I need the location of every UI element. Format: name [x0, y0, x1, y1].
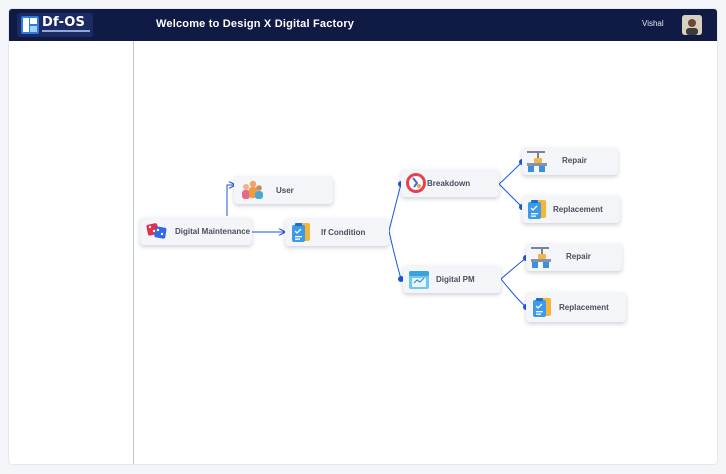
node-label: Digital Maintenance [175, 227, 251, 236]
port-pm [398, 276, 404, 282]
link-pm-replacement [500, 278, 527, 308]
breakdown-icon [405, 172, 427, 199]
link-pm-repair [500, 257, 527, 280]
link-breakdown-replacement [498, 183, 523, 208]
node-replacement-pm[interactable]: Replacement [526, 292, 626, 322]
node-repair-pm[interactable]: Repair [526, 243, 622, 271]
node-if-condition[interactable]: If Condition [285, 218, 389, 246]
logo-text: Df-OS [42, 15, 86, 30]
clipboard-check-icon [291, 221, 311, 248]
node-digital-maintenance[interactable]: Digital Maintenance [140, 217, 252, 245]
node-label: Replacement [559, 303, 609, 312]
node-user[interactable]: User [234, 176, 333, 204]
top-header: Df-OS Welcome to Design X Digital Factor… [9, 9, 717, 41]
users-icon [239, 179, 265, 206]
node-label: Repair [562, 156, 587, 165]
logo-subtitle [42, 30, 90, 32]
dice-icon [146, 221, 168, 246]
repair-machine-icon [525, 149, 549, 178]
user-avatar-icon [682, 15, 702, 35]
node-label: Digital PM [436, 275, 475, 284]
link-if-breakdown [388, 183, 402, 232]
link-if-pm [388, 230, 402, 280]
user-name[interactable]: Vishal [642, 19, 664, 28]
app-logo[interactable]: Df-OS [17, 13, 93, 37]
node-label: Breakdown [427, 179, 471, 188]
clipboard-check-icon [532, 296, 552, 323]
page-title: Welcome to Design X Digital Factory [156, 18, 355, 30]
node-breakdown[interactable]: Breakdown [401, 169, 499, 197]
avatar[interactable] [682, 15, 702, 35]
logo-mark-icon [21, 16, 39, 34]
sidebar-divider [133, 41, 134, 464]
calendar-pm-icon [408, 268, 430, 295]
node-label: User [276, 186, 294, 195]
app-window: Df-OS Welcome to Design X Digital Factor… [9, 9, 717, 464]
node-replacement-breakdown[interactable]: Replacement [522, 195, 620, 223]
link-dm-user [226, 185, 235, 216]
node-digital-pm[interactable]: Digital PM [403, 265, 501, 293]
node-label: Replacement [553, 205, 603, 214]
node-label: Repair [566, 252, 591, 261]
link-breakdown-repair [498, 161, 523, 185]
node-repair-breakdown[interactable]: Repair [522, 147, 618, 175]
node-label: If Condition [321, 228, 366, 237]
clipboard-check-icon [527, 198, 547, 225]
repair-machine-icon [529, 245, 553, 274]
